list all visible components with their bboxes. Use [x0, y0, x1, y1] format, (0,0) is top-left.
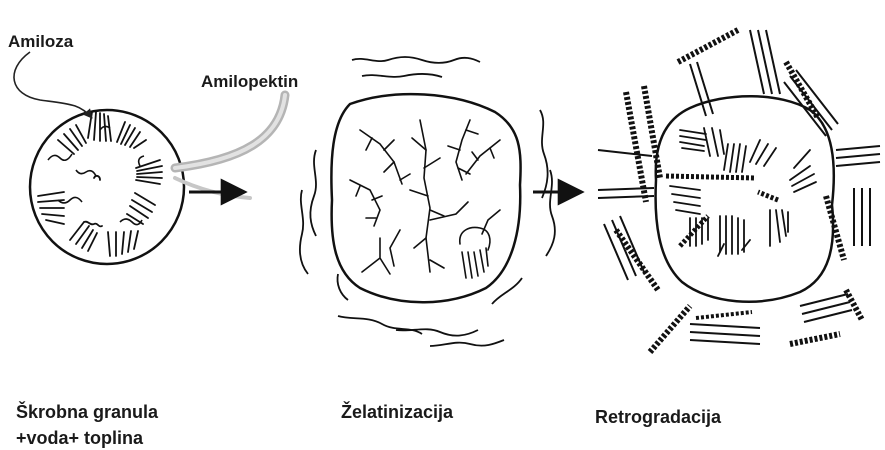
inner-double-helix — [666, 176, 756, 178]
amylose-pointer — [14, 52, 92, 118]
dispersed-amylopectin — [350, 120, 500, 278]
amylopectin-label: Amilopektin — [201, 73, 298, 90]
retrograded-granule — [598, 30, 880, 352]
stage-1-caption-line1: Škrobna granula — [16, 403, 158, 421]
stage-3-caption: Retrogradacija — [595, 408, 721, 426]
granule-amylopectin-clusters — [38, 112, 162, 256]
stage-2-caption: Želatinizacija — [341, 403, 453, 421]
amylopectin-pointer — [175, 95, 285, 198]
starch-granule — [30, 110, 184, 264]
retrograded-amylopectin-clusters — [670, 128, 816, 256]
stage-1-caption-line2: +voda+ toplina — [16, 429, 143, 447]
gelatinized-granule — [300, 57, 555, 346]
amylose-label: Amiloza — [8, 33, 73, 50]
outer-double-helices — [616, 30, 862, 352]
